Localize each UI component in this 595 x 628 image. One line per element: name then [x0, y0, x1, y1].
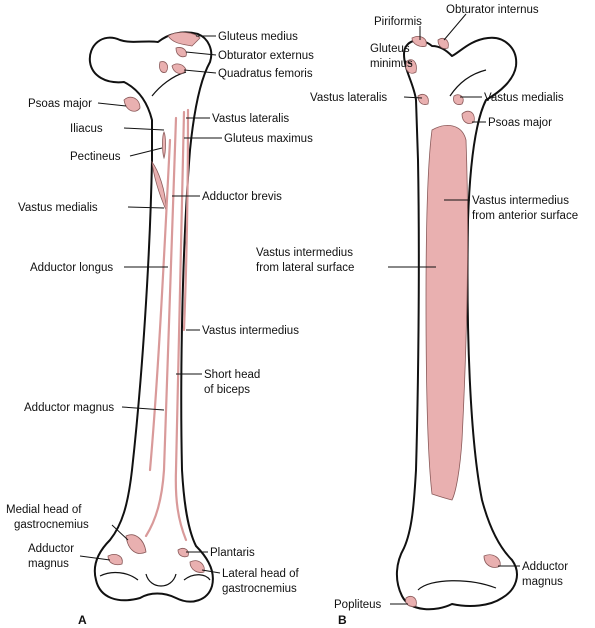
panel-label-b: B — [338, 613, 347, 627]
label-psoas-major-a: Psoas major — [28, 98, 92, 110]
label-vastus-lateralis-a: Vastus lateralis — [212, 113, 289, 125]
attach-linea-aspera-lateral — [174, 110, 188, 542]
attach-vastus-lateralis-b — [417, 94, 429, 105]
femur-posterior-view — [88, 31, 214, 603]
attach-psoas-major-a — [123, 96, 141, 112]
panel-label-a: A — [78, 613, 87, 627]
attach-adductor-magnus-line — [148, 138, 172, 472]
label-short-head-biceps-line1: Short head — [204, 369, 260, 381]
label-gluteus-maximus-a: Gluteus maximus — [224, 133, 313, 145]
label-quadratus-femoris-a: Quadratus femoris — [218, 68, 313, 80]
label-gluteus-minimus-line2: minimus — [370, 58, 413, 70]
attach-adductor-magnus-lower-a — [107, 554, 123, 566]
attach-lateral-gastrocnemius-a — [189, 560, 205, 573]
label-adductor-magnus-a: Adductor magnus — [24, 402, 114, 414]
label-vastus-medialis-b: Vastus medialis — [484, 92, 564, 104]
attach-gluteus-medius-a — [167, 32, 201, 47]
attach-medial-gastrocnemius-a — [125, 534, 147, 554]
attach-pectineus-a — [162, 131, 166, 160]
attach-vastus-intermedius-b — [425, 125, 469, 501]
label-vastus-medialis-a: Vastus medialis — [18, 202, 98, 214]
labels-panel-b: Obturator internus Piriformis Gluteus mi… — [256, 4, 578, 627]
attach-obturator-externus-a — [175, 47, 187, 58]
label-vastus-intermedius-anterior-line2: from anterior surface — [472, 210, 578, 222]
label-popliteus-b: Popliteus — [334, 599, 382, 611]
label-vastus-intermedius-lateral-line2: from lateral surface — [256, 262, 354, 274]
labels-panel-a: Gluteus medius Obturator externus Quadra… — [6, 31, 314, 627]
label-vastus-intermedius-a: Vastus intermedius — [202, 325, 299, 337]
label-psoas-major-b: Psoas major — [488, 117, 552, 129]
attach-popliteus-b — [405, 596, 417, 607]
label-adductor-magnus-lower-line2: magnus — [28, 558, 69, 570]
attach-iliacus-a — [159, 61, 168, 73]
label-obturator-internus-b: Obturator internus — [446, 4, 539, 16]
attach-linea-aspera-medial — [144, 116, 178, 538]
label-vastus-intermedius-lateral-line1: Vastus intermedius — [256, 247, 353, 259]
label-medial-gastrocnemius-line2: gastrocnemius — [14, 519, 89, 531]
label-lateral-gastrocnemius-line2: gastrocnemius — [222, 583, 297, 595]
attach-obturator-internus-b — [437, 38, 449, 49]
label-short-head-biceps-line2: of biceps — [204, 384, 250, 396]
label-adductor-magnus-b-line2: magnus — [522, 576, 563, 588]
label-medial-gastrocnemius-line1: Medial head of — [6, 504, 82, 516]
label-vastus-intermedius-anterior-line1: Vastus intermedius — [472, 195, 569, 207]
attach-vastus-intermedius-line — [182, 108, 190, 332]
label-vastus-lateralis-b: Vastus lateralis — [310, 92, 387, 104]
femur-a-condyle-left — [99, 571, 139, 581]
femur-a-condyle-notch — [145, 573, 177, 587]
label-adductor-brevis-a: Adductor brevis — [202, 191, 282, 203]
label-adductor-magnus-b-line1: Adductor — [522, 561, 568, 573]
label-obturator-externus-a: Obturator externus — [218, 50, 314, 62]
label-adductor-magnus-lower-line1: Adductor — [28, 543, 74, 555]
femur-a-condyle-right — [183, 574, 211, 581]
label-gluteus-medius-a: Gluteus medius — [218, 31, 298, 43]
leader-lines — [79, 13, 520, 605]
femur-anterior-view — [396, 36, 518, 611]
attach-vastus-medialis-b — [453, 94, 464, 105]
attach-plantaris-a — [177, 548, 189, 558]
label-pectineus-a: Pectineus — [70, 151, 121, 163]
label-gluteus-minimus-line1: Gluteus — [370, 43, 410, 55]
attach-piriformis-b — [411, 36, 427, 47]
label-iliacus-a: Iliacus — [70, 123, 103, 135]
femur-b-patellar-surface — [417, 580, 497, 591]
label-piriformis-b: Piriformis — [374, 16, 422, 28]
label-adductor-longus-a: Adductor longus — [30, 262, 113, 274]
label-lateral-gastrocnemius-line1: Lateral head of — [222, 568, 300, 580]
label-plantaris-a: Plantaris — [210, 547, 255, 559]
attach-gluteus-minimus-b — [405, 59, 417, 74]
femur-b-neck-line — [449, 69, 487, 97]
